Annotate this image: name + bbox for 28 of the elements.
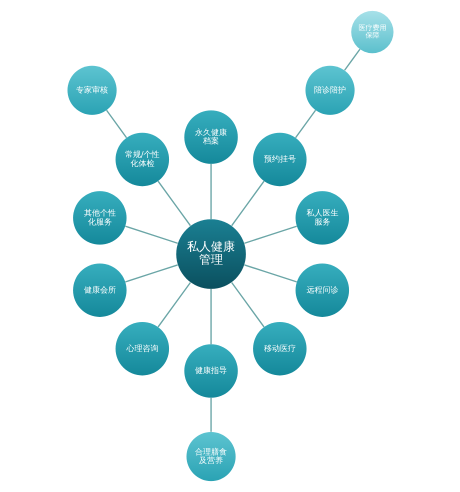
connector [230, 282, 264, 328]
connector [210, 398, 212, 432]
node-circle: 健康指导 [184, 344, 238, 398]
connector [157, 282, 190, 328]
connector [106, 110, 127, 138]
node-circle: 陪诊陪护 [304, 66, 354, 115]
connector [210, 289, 212, 344]
node-circle: 其他个性化服务 [72, 191, 126, 245]
node-circle: 私人医生服务 [295, 191, 349, 245]
node-circle: 预约挂号 [252, 132, 306, 186]
connector [344, 48, 360, 71]
connector [244, 226, 296, 244]
connector [124, 264, 178, 283]
node-circle: 移动医疗 [252, 322, 306, 376]
connector [210, 164, 212, 220]
node-circle: 私人健康管理 [176, 219, 246, 289]
node-circle: 合理膳食及营养 [186, 432, 236, 482]
node-circle: 远程问诊 [295, 263, 349, 317]
connector [157, 180, 190, 226]
node-circle: 专家审核 [67, 66, 116, 115]
node-circle: 常规/个性化体检 [115, 132, 169, 186]
connector [230, 180, 264, 226]
node-circle: 永久健康档案 [184, 110, 238, 164]
node-circle: 心理咨询 [115, 322, 169, 376]
connector [244, 264, 296, 283]
connector [294, 110, 316, 138]
connector [124, 226, 178, 244]
node-circle: 健康会所 [72, 263, 126, 317]
